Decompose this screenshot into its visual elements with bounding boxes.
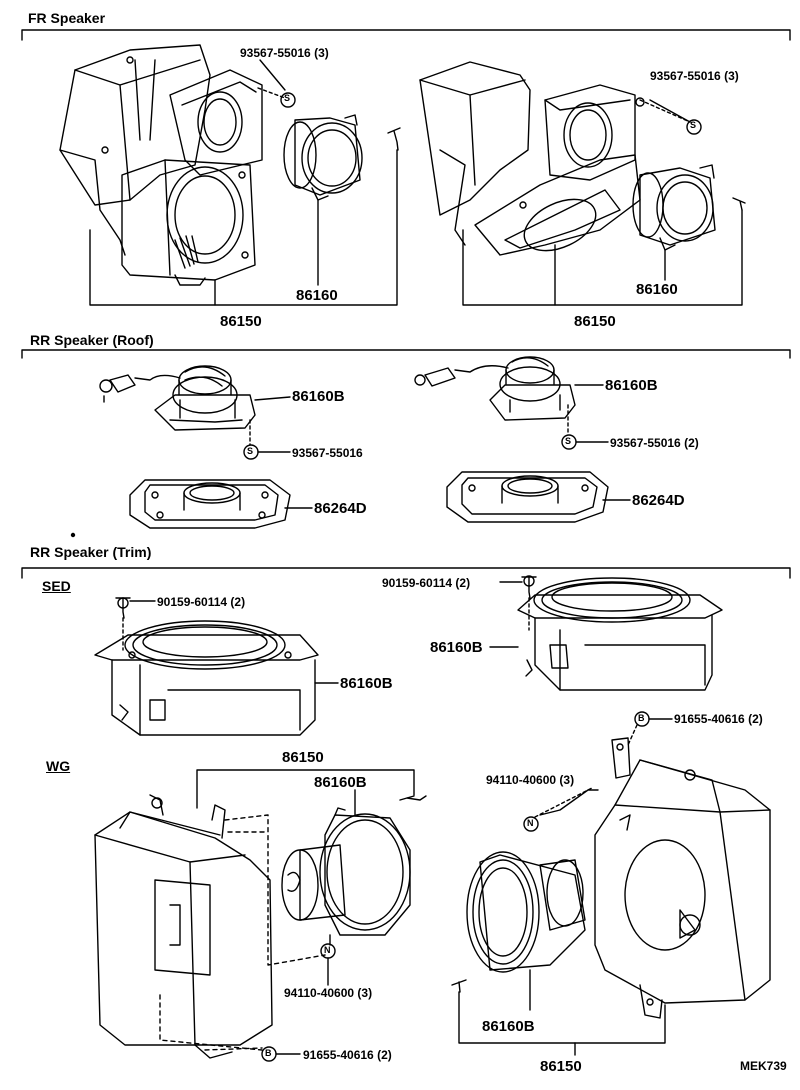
- reference-code: MEK739: [740, 1059, 787, 1073]
- roof-right-bolt-part-number: 93567-55016 (2): [610, 436, 699, 450]
- roof-right-leaders: [562, 385, 608, 449]
- roof-left-connector: [100, 375, 180, 402]
- sed-right-screw-part-number: 90159-60114 (2): [382, 576, 471, 590]
- wg-left-nut-symbol: N: [324, 945, 331, 955]
- stray-dot: [72, 534, 75, 537]
- fr-left-leaders: [90, 60, 397, 305]
- sed-left-screw-part-number: 90159-60114 (2): [157, 595, 246, 609]
- wg-right-nut-symbol: N: [527, 818, 534, 828]
- fr-left-speaker: [284, 115, 362, 200]
- fr-right-bolt-symbol: S: [690, 120, 697, 130]
- wg-left-speaker: [282, 808, 410, 935]
- fr-left-assy-part-number: 86150: [220, 313, 262, 330]
- section-title-rr-trim: RR Speaker (Trim): [30, 544, 152, 560]
- section-frame-fr: [22, 30, 790, 40]
- fr-left-screw-icon: [388, 128, 400, 150]
- wg-left-enclosure: [95, 795, 272, 1058]
- section-title-rr-roof: RR Speaker (Roof): [30, 332, 154, 348]
- section-frame-roof: [22, 350, 790, 358]
- wg-right-speaker: [467, 852, 585, 972]
- fr-right-bracket-assembly: [420, 62, 644, 261]
- wg-right-bolt-part-number: 91655-40616 (2): [674, 712, 763, 726]
- wg-left-bolt-part-number: 91655-40616 (2): [303, 1048, 392, 1062]
- fr-left-bolt-symbol: S: [284, 93, 291, 103]
- sed-right-leaders: [490, 582, 529, 647]
- roof-right-cover-part-number: 86264D: [632, 492, 685, 509]
- fr-right-speaker-part-number: 86160: [636, 281, 678, 298]
- fr-left-speaker-part-number: 86160: [296, 287, 338, 304]
- sed-left-screw-icon: [116, 598, 130, 618]
- wg-left-leaders: [160, 770, 414, 1061]
- fr-left-bracket-assembly: [60, 45, 262, 285]
- wg-left-speaker-part-number: 86160B: [314, 774, 367, 791]
- wg-right-enclosure: [595, 738, 770, 1018]
- wg-right-bolt-symbol: B: [638, 713, 645, 723]
- fr-right-leaders: [463, 100, 742, 305]
- roof-left-cover: [130, 480, 312, 528]
- section-title-wg: WG: [46, 758, 71, 774]
- sed-right-screw-icon: [522, 576, 536, 598]
- roof-left-bolt-symbol: S: [247, 446, 254, 456]
- fr-right-speaker: [633, 165, 715, 250]
- roof-left-cover-part-number: 86264D: [314, 500, 367, 517]
- wg-right-speaker-part-number: 86160B: [482, 1018, 535, 1035]
- sed-right-speaker: [518, 578, 722, 690]
- wg-right-nut-part-number: 94110-40600 (3): [486, 773, 575, 787]
- fr-left-bolt-part-number: 93567-55016 (3): [240, 46, 329, 60]
- sed-left-speaker-part-number: 86160B: [340, 675, 393, 692]
- wg-left-assy-part-number: 86150: [282, 749, 324, 766]
- roof-right-connector: [415, 366, 508, 386]
- section-frame-trim: [22, 568, 790, 578]
- sed-right-speaker-part-number: 86160B: [430, 639, 483, 656]
- wg-right-leaders: [459, 712, 672, 1055]
- fr-right-screw-icon: [733, 198, 745, 210]
- roof-left-leaders: [244, 397, 290, 459]
- sed-left-speaker: [95, 621, 318, 735]
- roof-left-speaker: [155, 366, 255, 430]
- fr-right-bolt-part-number: 93567-55016 (3): [650, 69, 739, 83]
- roof-right-cover: [447, 472, 630, 522]
- wg-left-nut-part-number: 94110-40600 (3): [284, 986, 373, 1000]
- fr-right-assy-part-number: 86150: [574, 313, 616, 330]
- roof-left-bolt-part-number: 93567-55016: [292, 446, 363, 460]
- roof-right-speaker: [490, 357, 575, 420]
- section-title-fr: FR Speaker: [28, 10, 106, 26]
- section-title-sed: SED: [42, 578, 71, 594]
- wg-left-bolt-symbol: B: [265, 1048, 272, 1058]
- wg-right-assy-part-number: 86150: [540, 1058, 582, 1075]
- roof-left-speaker-part-number: 86160B: [292, 388, 345, 405]
- roof-right-bolt-symbol: S: [565, 436, 572, 446]
- wg-right-screw-icon: [452, 980, 466, 992]
- wg-left-screw-icon: [400, 796, 426, 800]
- roof-right-speaker-part-number: 86160B: [605, 377, 658, 394]
- sed-left-leaders: [123, 601, 338, 683]
